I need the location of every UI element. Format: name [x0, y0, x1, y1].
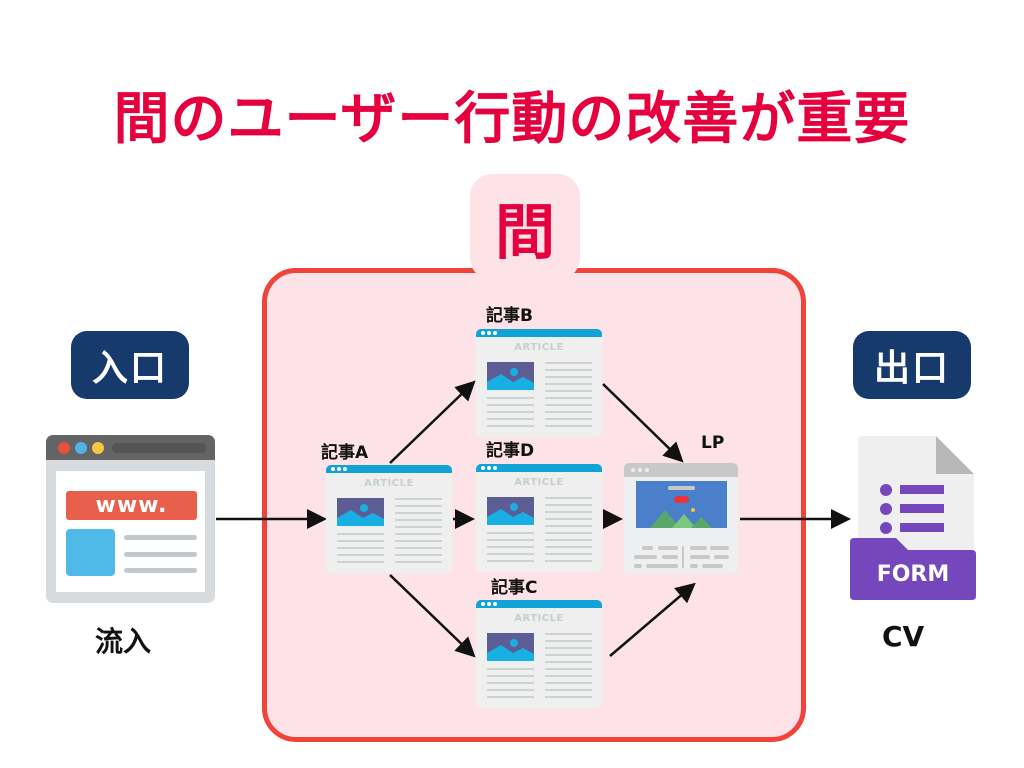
- www-text: www.: [66, 491, 197, 520]
- page-title: 間のユーザー行動の改善が重要: [113, 87, 911, 152]
- article-b-card: ARTICLE: [476, 329, 602, 437]
- browser-www-icon: www.: [46, 435, 215, 603]
- image-placeholder-icon: [487, 362, 534, 390]
- article-b-label: 記事B: [486, 306, 533, 326]
- article-a-label: 記事A: [321, 443, 369, 463]
- exit-caption: CV: [882, 620, 925, 653]
- article-c-card: ARTICLE: [476, 600, 602, 708]
- article-d-card: ARTICLE: [476, 464, 602, 572]
- image-placeholder-icon: [487, 497, 534, 525]
- article-a-card: ARTICLE: [326, 465, 452, 573]
- article-c-label: 記事C: [491, 578, 538, 598]
- landing-page-icon: [624, 463, 738, 573]
- entrance-badge: 入口: [71, 331, 189, 399]
- article-d-label: 記事D: [486, 441, 535, 461]
- form-text: FORM: [876, 562, 950, 587]
- image-placeholder-icon: [337, 498, 384, 526]
- entrance-caption: 流入: [95, 625, 152, 658]
- image-placeholder-icon: [487, 633, 534, 661]
- exit-badge: 出口: [853, 331, 971, 399]
- lp-label: LP: [701, 433, 725, 453]
- form-document-icon: [850, 436, 976, 600]
- middle-region-label: 間: [470, 174, 580, 280]
